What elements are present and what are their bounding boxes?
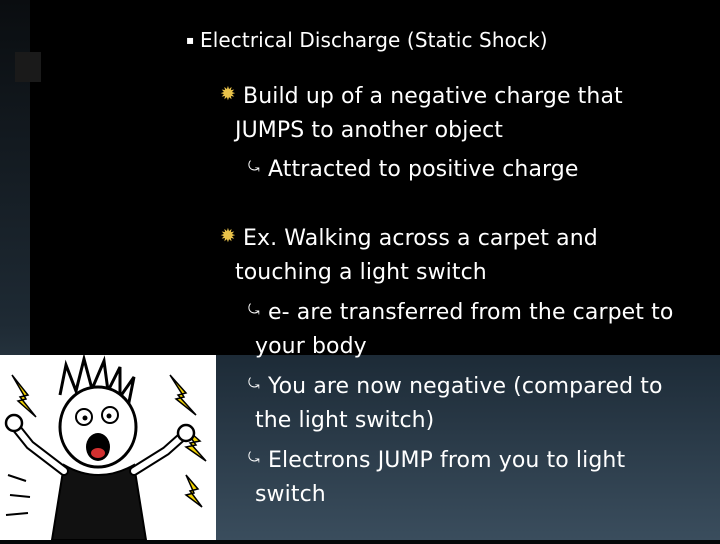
decorative-square xyxy=(15,52,41,82)
curved-arrow-bullet-icon: ⤿ xyxy=(248,450,260,466)
subpoint-2-1-line-1: e- are transferred from the carpet to xyxy=(268,300,674,325)
subpoint-2-3-line-1: Electrons JUMP from you to light xyxy=(268,448,626,473)
content-panel xyxy=(30,0,720,355)
point-1-line-2: JUMPS to another object xyxy=(235,118,503,143)
small-square-bullet-icon: ▪ xyxy=(186,33,195,47)
subpoint-2-1-line-2: your body xyxy=(255,334,367,359)
shocked-person-illustration xyxy=(0,353,216,541)
slide-heading-bullet: Electrical Discharge (Static Shock) xyxy=(200,28,548,52)
curved-arrow-bullet-icon: ⤿ xyxy=(248,376,260,392)
point-2-line-2: touching a light switch xyxy=(235,260,487,285)
point-2-line-1: Ex. Walking across a carpet and xyxy=(243,226,598,251)
starburst-bullet-icon: ✹ xyxy=(220,83,236,105)
starburst-bullet-icon: ✹ xyxy=(220,225,236,247)
subpoint-2-2-line-2: the light switch) xyxy=(255,408,435,433)
subpoint-2-2-line-1: You are now negative (compared to xyxy=(268,374,663,399)
subpoint-2-3-line-2: switch xyxy=(255,482,326,507)
curved-arrow-bullet-icon: ⤿ xyxy=(248,302,260,318)
curved-arrow-bullet-icon: ⤿ xyxy=(248,159,260,175)
subpoint-1-1-line-1: Attracted to positive charge xyxy=(268,157,579,182)
point-1-line-1: Build up of a negative charge that xyxy=(243,84,623,109)
